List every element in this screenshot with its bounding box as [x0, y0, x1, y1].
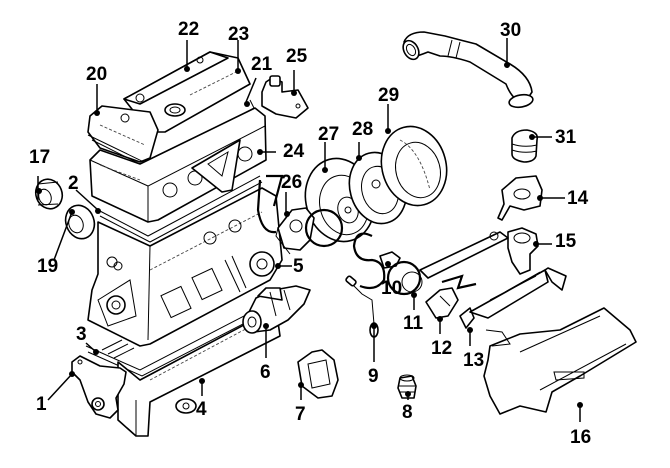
- callout-10: 10: [381, 278, 402, 299]
- callout-12: 12: [431, 338, 452, 359]
- part-oil-pan: [117, 307, 281, 437]
- callout-9: 9: [368, 366, 379, 387]
- part-cylinder-head-cover: [123, 51, 251, 133]
- callout-6: 6: [260, 362, 271, 383]
- part-thermostat-housing: [507, 227, 539, 275]
- callout-25: 25: [286, 46, 308, 67]
- callout-15: 15: [555, 231, 577, 252]
- callout-17: 17: [29, 147, 50, 168]
- callout-3: 3: [76, 324, 87, 345]
- part-shaft: [419, 231, 509, 279]
- callout-labels: 1 2 3 4 5 6 7 8 9 10 11 12 13 14 15 16 1…: [29, 19, 591, 448]
- callout-29: 29: [378, 85, 399, 106]
- callout-2: 2: [68, 173, 79, 194]
- part-starter-motor: [242, 285, 311, 334]
- leader-lines: [36, 38, 583, 422]
- callout-21: 21: [251, 54, 273, 75]
- part-head-gasket: [97, 175, 263, 243]
- callout-22: 22: [178, 19, 199, 40]
- part-water-pump: [275, 207, 315, 255]
- part-engine-mount: [297, 349, 339, 399]
- part-front-engine-mount: [71, 355, 127, 419]
- callout-19: 19: [37, 256, 58, 277]
- callout-28: 28: [352, 119, 373, 140]
- callout-4: 4: [196, 399, 207, 420]
- part-rubber-bushing: [397, 374, 417, 399]
- callout-5: 5: [293, 256, 304, 277]
- callout-27: 27: [318, 124, 339, 145]
- part-bracket-clip: [425, 287, 459, 319]
- part-cylinder-head: [89, 107, 267, 223]
- callout-23: 23: [228, 24, 249, 45]
- part-coil-bracket: [261, 75, 309, 119]
- part-air-intake-hose: [402, 31, 534, 109]
- part-pressure-plate: [380, 125, 448, 207]
- callout-8: 8: [402, 402, 413, 423]
- part-oil-pan-gasket: [85, 299, 279, 377]
- callout-31: 31: [555, 127, 577, 148]
- callout-7: 7: [295, 404, 306, 425]
- callout-16: 16: [570, 427, 591, 448]
- callout-24: 24: [283, 141, 305, 162]
- callout-30: 30: [500, 20, 521, 41]
- watermark-logo: [256, 174, 477, 296]
- callout-11: 11: [403, 313, 424, 334]
- callout-26: 26: [281, 172, 302, 193]
- callout-14: 14: [567, 188, 589, 209]
- callout-13: 13: [463, 350, 484, 371]
- callout-1: 1: [36, 394, 47, 415]
- callout-20: 20: [86, 64, 107, 85]
- part-intake-manifold: [469, 267, 637, 415]
- part-engine-block: [87, 187, 283, 347]
- part-mount-bracket: [497, 175, 543, 221]
- part-pulley-seal: [34, 178, 64, 210]
- part-crankshaft-seal: [64, 204, 96, 240]
